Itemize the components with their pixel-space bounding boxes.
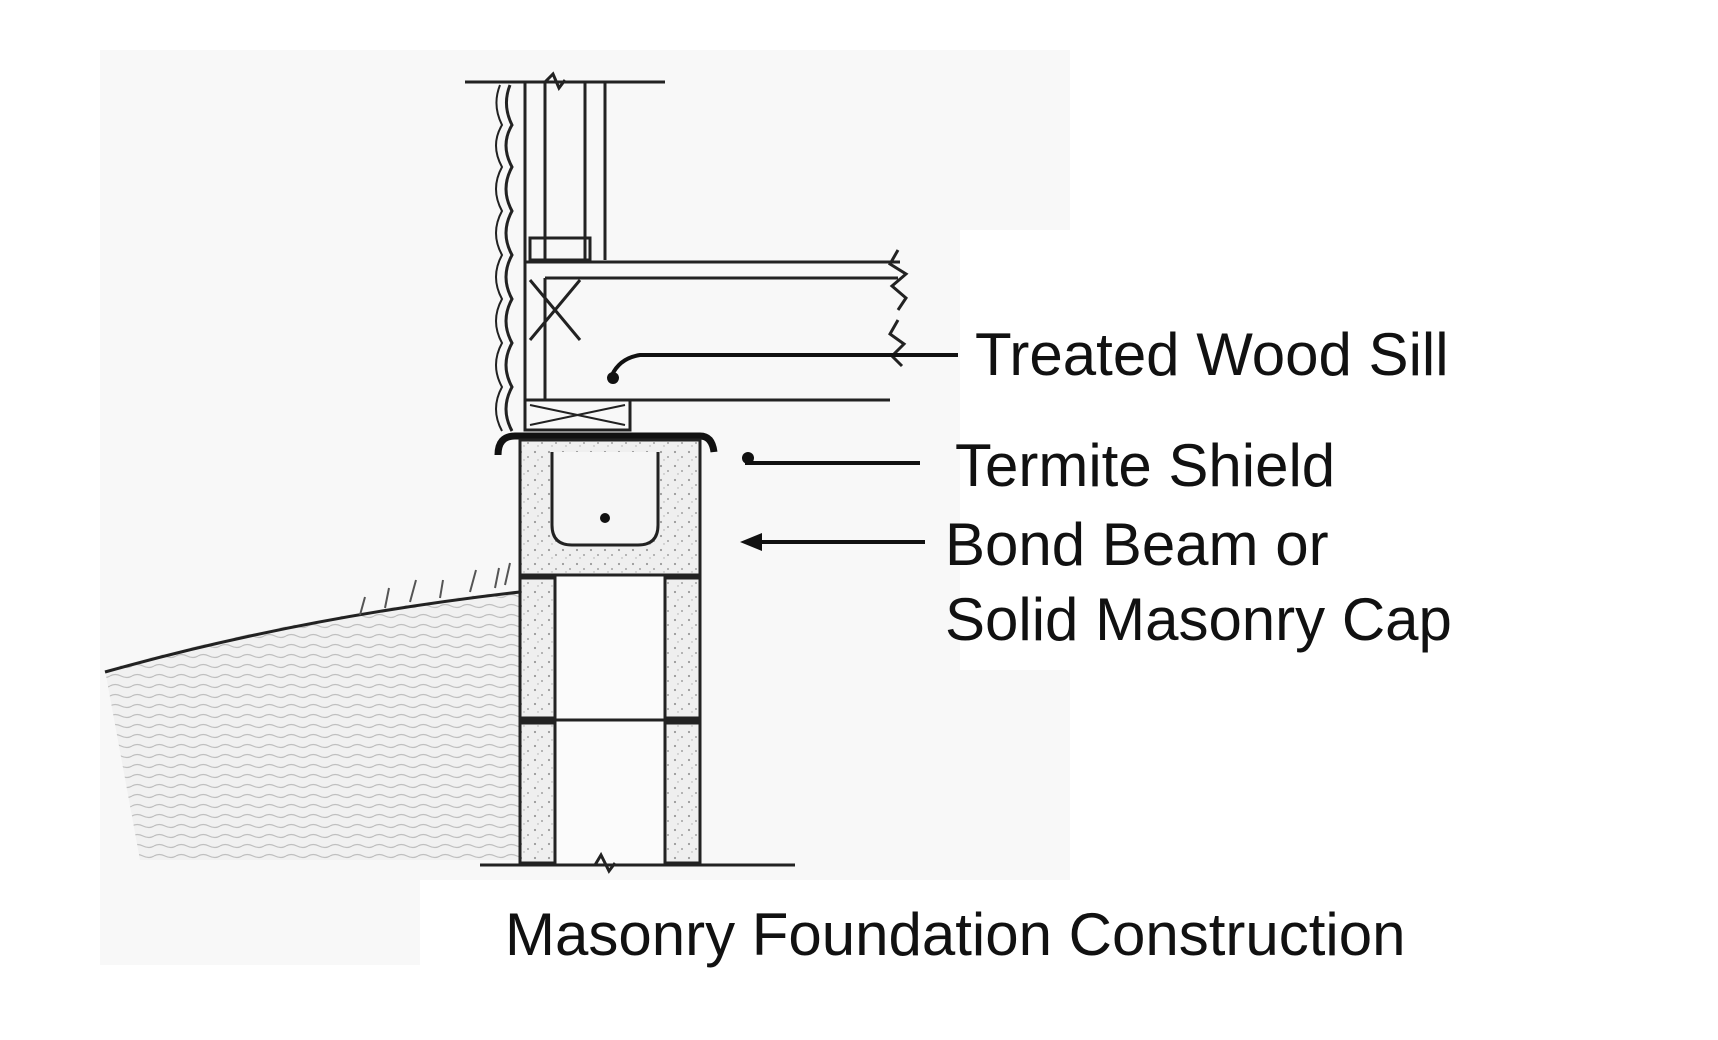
label-treated-wood-sill: Treated Wood Sill (975, 321, 1449, 388)
leader-dot-sill (607, 372, 619, 384)
soil-grade (104, 562, 521, 860)
bond-beam-block (518, 438, 702, 577)
treated-wood-sill (523, 398, 632, 432)
cmu-blocks (480, 573, 795, 874)
label-bond-beam-line2: Solid Masonry Cap (945, 586, 1452, 653)
leader-lines (610, 353, 958, 544)
termite-shield (494, 432, 718, 456)
label-bond-beam-line1: Bond Beam or (945, 511, 1329, 578)
wall-framing (465, 71, 665, 432)
leader-arrow-bond-beam (740, 533, 762, 551)
leader-dot-shield (742, 452, 754, 464)
label-termite-shield: Termite Shield (955, 432, 1336, 499)
diagram-caption: Masonry Foundation Construction (505, 901, 1406, 968)
